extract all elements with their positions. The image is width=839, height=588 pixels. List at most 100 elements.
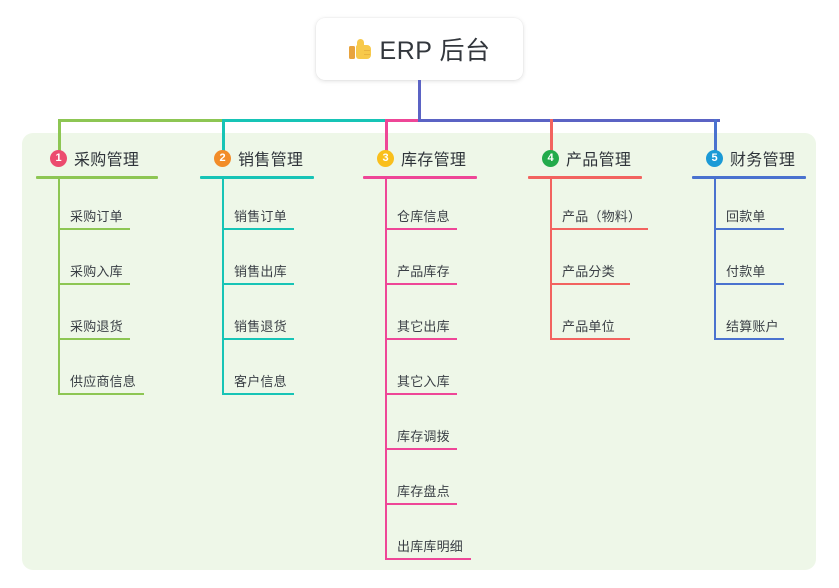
bus-segment (418, 119, 720, 122)
leaf-item[interactable]: 客户信息 (200, 344, 314, 399)
leaf-item[interactable]: 产品库存 (363, 234, 477, 289)
leaf-item-underline (222, 228, 294, 230)
column-underline (200, 176, 314, 179)
leaf-item[interactable]: 库存盘点 (363, 454, 477, 509)
leaf-item-label: 供应商信息 (70, 374, 137, 389)
bus-segment (58, 119, 225, 122)
leaf-item[interactable]: 采购退货 (36, 289, 158, 344)
column-3: 3 库存管理仓库信息产品库存其它出库其它入库库存调拨库存盘点出库库明细 (363, 146, 477, 564)
leaf-item-underline (385, 283, 457, 285)
leaf-item[interactable]: 销售出库 (200, 234, 314, 289)
leaf-item[interactable]: 供应商信息 (36, 344, 158, 399)
leaf-item-underline (385, 503, 457, 505)
leaf-item-underline (222, 393, 294, 395)
column-header[interactable]: 3 库存管理 (363, 146, 477, 170)
column-number-badge: 1 (50, 149, 67, 167)
leaf-item-label: 采购订单 (70, 209, 123, 224)
leaf-item-label: 产品单位 (562, 319, 615, 334)
leaf-item[interactable]: 采购订单 (36, 179, 158, 234)
diagram-panel (22, 133, 816, 570)
column-title: 采购管理 (74, 152, 140, 169)
leaf-item-label: 仓库信息 (397, 209, 450, 224)
leaf-item-underline (550, 228, 648, 230)
leaf-item-label: 回款单 (726, 209, 766, 224)
column-spine (714, 179, 716, 340)
leaf-item[interactable]: 销售订单 (200, 179, 314, 234)
leaf-item-label: 库存盘点 (397, 484, 450, 499)
leaf-item-underline (550, 338, 630, 340)
column-header[interactable]: 1 采购管理 (36, 146, 158, 170)
column-underline (692, 176, 806, 179)
column-items: 采购订单采购入库采购退货供应商信息 (36, 179, 158, 399)
thumbs-up-icon (348, 38, 371, 60)
leaf-item-label: 产品库存 (397, 264, 450, 279)
leaf-item[interactable]: 回款单 (692, 179, 806, 234)
leaf-item[interactable]: 出库库明细 (363, 509, 477, 564)
leaf-item-label: 销售出库 (234, 264, 287, 279)
column-spine (550, 179, 552, 340)
column-items: 销售订单销售出库销售退货客户信息 (200, 179, 314, 399)
leaf-item-underline (222, 283, 294, 285)
root-node-card[interactable]: ERP 后台 (316, 18, 523, 80)
leaf-item-label: 付款单 (726, 264, 766, 279)
leaf-item-underline (385, 558, 471, 560)
leaf-item-label: 销售退货 (234, 319, 287, 334)
leaf-item-underline (385, 228, 457, 230)
leaf-item-label: 产品分类 (562, 264, 615, 279)
column-spine (385, 179, 387, 560)
leaf-item-label: 产品（物料） (562, 209, 642, 224)
leaf-item[interactable]: 结算账户 (692, 289, 806, 344)
leaf-item[interactable]: 采购入库 (36, 234, 158, 289)
column-underline (528, 176, 642, 179)
column-spine (222, 179, 224, 395)
leaf-item[interactable]: 销售退货 (200, 289, 314, 344)
column-header[interactable]: 4 产品管理 (528, 146, 642, 170)
column-underline (36, 176, 158, 179)
leaf-item[interactable]: 库存调拨 (363, 399, 477, 454)
leaf-item-underline (714, 228, 784, 230)
leaf-item-label: 其它入库 (397, 374, 450, 389)
leaf-item-underline (58, 283, 130, 285)
bus-segment (222, 119, 388, 122)
leaf-item-label: 客户信息 (234, 374, 287, 389)
column-title: 销售管理 (238, 152, 304, 169)
leaf-item[interactable]: 付款单 (692, 234, 806, 289)
leaf-item[interactable]: 产品单位 (528, 289, 642, 344)
leaf-item-label: 结算账户 (726, 319, 779, 334)
column-title: 库存管理 (401, 152, 467, 169)
column-number-badge: 5 (706, 149, 723, 167)
column-5: 5 财务管理回款单付款单结算账户 (692, 146, 806, 344)
leaf-item-underline (550, 283, 630, 285)
column-items: 回款单付款单结算账户 (692, 179, 806, 344)
leaf-item-underline (714, 283, 784, 285)
column-header[interactable]: 2 销售管理 (200, 146, 314, 170)
leaf-item-label: 采购退货 (70, 319, 123, 334)
column-2: 2 销售管理销售订单销售出库销售退货客户信息 (200, 146, 314, 399)
root-stem (418, 80, 421, 122)
column-title: 产品管理 (566, 152, 632, 169)
column-spine (58, 179, 60, 395)
column-items: 仓库信息产品库存其它出库其它入库库存调拨库存盘点出库库明细 (363, 179, 477, 564)
column-number-badge: 4 (542, 149, 559, 167)
column-number-badge: 3 (377, 149, 394, 167)
column-number-badge: 2 (214, 149, 231, 167)
leaf-item-underline (58, 228, 130, 230)
leaf-item-label: 其它出库 (397, 319, 450, 334)
leaf-item-underline (385, 448, 457, 450)
leaf-item-label: 库存调拨 (397, 429, 450, 444)
column-header[interactable]: 5 财务管理 (692, 146, 806, 170)
leaf-item[interactable]: 其它出库 (363, 289, 477, 344)
leaf-item-underline (58, 393, 144, 395)
leaf-item[interactable]: 其它入库 (363, 344, 477, 399)
leaf-item-label: 采购入库 (70, 264, 123, 279)
leaf-item[interactable]: 仓库信息 (363, 179, 477, 234)
leaf-item-underline (58, 338, 130, 340)
leaf-item[interactable]: 产品（物料） (528, 179, 648, 234)
leaf-item-underline (222, 338, 294, 340)
bus-segment (385, 119, 421, 122)
leaf-item-underline (385, 338, 457, 340)
column-1: 1 采购管理采购订单采购入库采购退货供应商信息 (36, 146, 158, 399)
leaf-item[interactable]: 产品分类 (528, 234, 642, 289)
column-title: 财务管理 (730, 152, 796, 169)
leaf-item-underline (714, 338, 784, 340)
